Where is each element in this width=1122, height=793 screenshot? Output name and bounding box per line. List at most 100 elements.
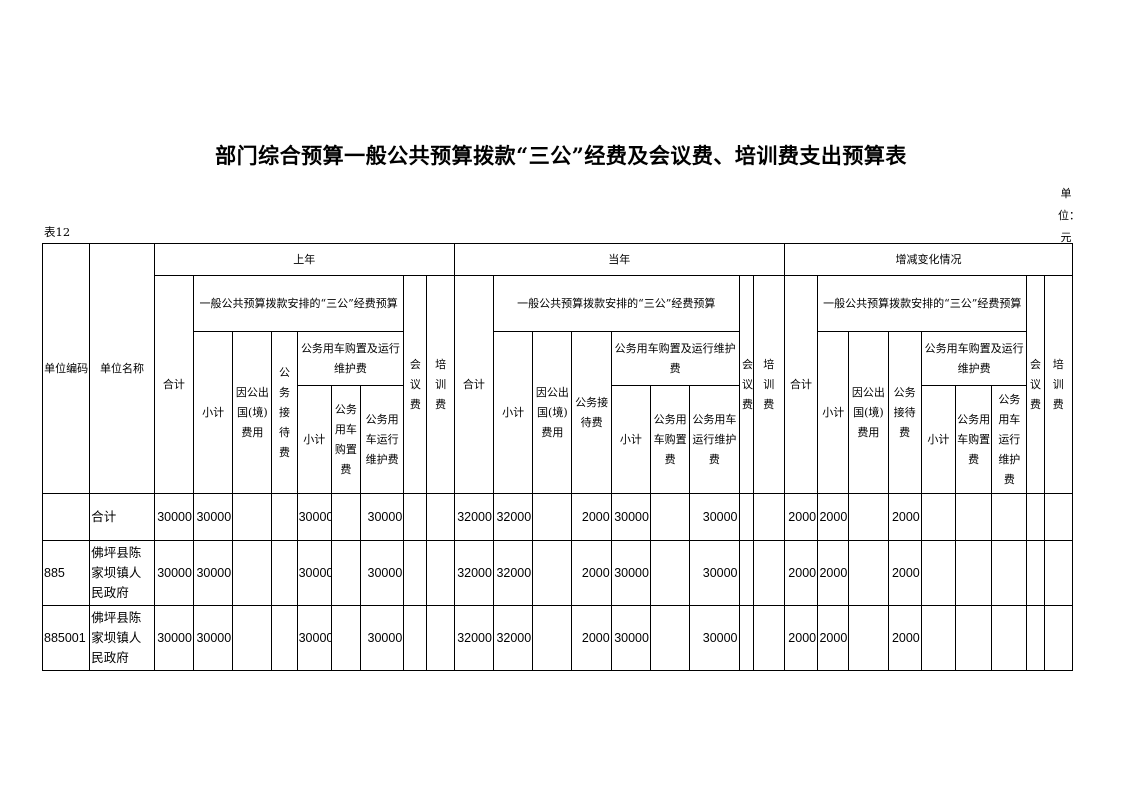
cell-value: 30000: [296, 605, 332, 671]
header-abroad: 因公出国(境)费用: [532, 331, 573, 494]
cell-value: [920, 493, 956, 541]
header-code: 单位编码: [41, 243, 91, 494]
cell-value: 2000: [571, 540, 612, 606]
cell-value: [271, 540, 298, 606]
cell-value: [954, 493, 993, 541]
cell-value: [1043, 605, 1074, 671]
cell-value: [752, 605, 785, 671]
budget-table: 单位编码 单位名称 上年 当年 增减变化情况 合计 一般公共预算拨款安排的“三公…: [41, 243, 1074, 671]
cell-value: 2000: [783, 540, 819, 606]
cell-code: 885: [41, 540, 91, 606]
cell-value: 30000: [610, 540, 651, 606]
header-vehicle-purchase: 公务用车购置费: [330, 385, 362, 494]
header-reception: 公务接待费: [271, 331, 298, 494]
cell-name: 佛坪县陈家坝镇人民政府: [89, 605, 155, 671]
cell-value: 32000: [453, 493, 494, 541]
cell-value: [403, 540, 428, 606]
cell-value: 30000: [360, 540, 405, 606]
cell-value: [848, 605, 889, 671]
cell-value: [271, 605, 298, 671]
cell-value: 32000: [492, 493, 534, 541]
header-vehicle-subtotal: 小计: [610, 385, 651, 494]
header-subtotal: 小计: [192, 331, 234, 494]
header-total: 合计: [453, 275, 494, 494]
cell-value: [532, 605, 573, 671]
cell-value: 2000: [887, 493, 922, 541]
header-reception: 公务接待费: [887, 331, 922, 494]
cell-value: 30000: [153, 493, 194, 541]
cell-value: 30000: [296, 540, 332, 606]
cell-value: [532, 493, 573, 541]
header-vehicle-subtotal: 小计: [920, 385, 956, 494]
header-total: 合计: [153, 275, 194, 494]
cell-value: [426, 493, 455, 541]
cell-code: 885001: [41, 605, 91, 671]
cell-value: [752, 540, 785, 606]
cell-value: 32000: [492, 605, 534, 671]
cell-value: [991, 540, 1028, 606]
cell-value: [920, 540, 956, 606]
cell-value: 30000: [360, 493, 405, 541]
cell-value: [738, 540, 754, 606]
cell-value: 2000: [783, 605, 819, 671]
cell-value: 30000: [153, 540, 194, 606]
cell-value: 2000: [887, 540, 922, 606]
cell-value: 30000: [610, 493, 651, 541]
header-training: 培训费: [426, 275, 455, 494]
cell-value: 32000: [492, 540, 534, 606]
cell-value: 30000: [610, 605, 651, 671]
cell-value: 2000: [571, 605, 612, 671]
cell-value: [649, 540, 691, 606]
header-subtotal: 小计: [817, 331, 850, 494]
header-sangong: 一般公共预算拨款安排的“三公”经费预算: [817, 275, 1028, 332]
cell-value: 30000: [192, 605, 234, 671]
cell-value: [426, 540, 455, 606]
header-training: 培训费: [1043, 275, 1074, 494]
cell-value: [232, 493, 273, 541]
cell-value: [232, 540, 273, 606]
cell-value: [232, 605, 273, 671]
cell-name: 佛坪县陈家坝镇人民政府: [89, 540, 155, 606]
cell-value: [1026, 493, 1045, 541]
cell-value: 2000: [817, 540, 850, 606]
cell-value: 2000: [783, 493, 819, 541]
unit-label: 单位：元: [1058, 187, 1080, 244]
cell-value: 30000: [192, 493, 234, 541]
header-vehicle: 公务用车购置及运行维护费: [296, 331, 405, 386]
cell-value: [1043, 493, 1074, 541]
cell-value: [330, 605, 362, 671]
cell-value: [920, 605, 956, 671]
header-vehicle-subtotal: 小计: [296, 385, 332, 494]
cell-value: [649, 605, 691, 671]
cell-value: 2000: [887, 605, 922, 671]
header-prev-year: 上年: [153, 243, 455, 276]
cell-value: [954, 540, 993, 606]
cell-name: 合计: [89, 493, 155, 541]
cell-value: [954, 605, 993, 671]
header-vehicle-purchase: 公务用车购置费: [649, 385, 691, 494]
cell-value: [532, 540, 573, 606]
header-change: 增减变化情况: [783, 243, 1074, 276]
header-meeting: 会议费: [738, 275, 754, 494]
cell-value: [848, 493, 889, 541]
header-total: 合计: [783, 275, 819, 494]
cell-value: [649, 493, 691, 541]
cell-value: [738, 493, 754, 541]
header-vehicle: 公务用车购置及运行维护费: [920, 331, 1028, 386]
cell-value: [330, 540, 362, 606]
cell-value: [848, 540, 889, 606]
cell-value: [330, 493, 362, 541]
cell-value: 30000: [153, 605, 194, 671]
cell-value: 30000: [192, 540, 234, 606]
table-number: 表12: [44, 225, 71, 239]
header-vehicle: 公务用车购置及运行维护费: [610, 331, 740, 386]
cell-value: 30000: [689, 605, 740, 671]
cell-value: 30000: [360, 605, 405, 671]
cell-value: [1026, 605, 1045, 671]
header-vehicle-operation: 公务用车运行维护费: [360, 385, 405, 494]
cell-value: [1043, 540, 1074, 606]
header-vehicle-purchase: 公务用车购置费: [954, 385, 993, 494]
